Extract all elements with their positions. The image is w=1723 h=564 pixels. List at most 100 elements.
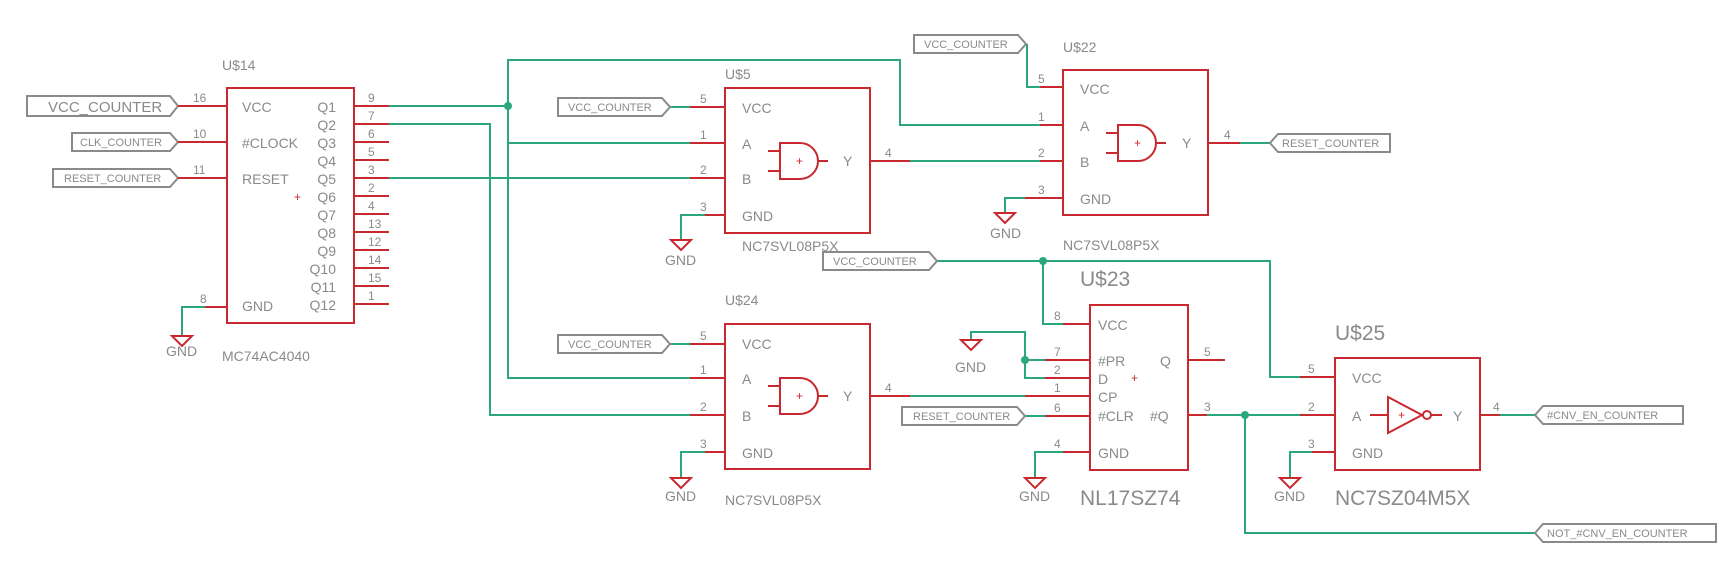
gnd-icon: GND: [1019, 477, 1050, 504]
svg-text:14: 14: [368, 253, 382, 267]
u23-pin-clr: #CLR: [1098, 408, 1134, 424]
u22-pin-gnd: GND: [1080, 191, 1111, 207]
u5-name: U$5: [725, 66, 751, 82]
net-label-reset-u14[interactable]: RESET_COUNTER: [52, 168, 180, 188]
part-u5[interactable]: + U$5 NC7SVL08P5X VCC A B GND Y 5 1 2 3 …: [690, 66, 910, 254]
u22-num-vcc: 5: [1038, 72, 1045, 86]
u25-num-y: 4: [1493, 400, 1500, 414]
svg-text:2: 2: [368, 181, 375, 195]
u22-num-a: 1: [1038, 110, 1045, 124]
part-u22[interactable]: + U$22 NC7SVL08P5X VCC A B GND Y 5 1 2 3…: [1025, 39, 1240, 253]
wire-vcc-u23: [1042, 261, 1063, 325]
u5-num-a: 1: [700, 128, 707, 142]
u22-num-y: 4: [1224, 128, 1231, 142]
net-labels: VCC_COUNTER CLK_COUNTER RESET_COUNTER VC…: [26, 34, 1717, 543]
wire-gnd-u14: [181, 306, 205, 336]
u22-pin-y: Y: [1182, 135, 1192, 151]
u5-pin-a: A: [742, 136, 752, 152]
svg-text:GND: GND: [1019, 488, 1050, 504]
gnd-icon: GND: [1274, 477, 1305, 504]
svg-text:Q9: Q9: [317, 243, 336, 259]
junction-pr-d: [1021, 356, 1029, 364]
u25-value: NC7SZ04M5X: [1335, 487, 1470, 510]
net-label-reset-u23[interactable]: RESET_COUNTER: [901, 406, 1027, 426]
gnd-symbols: GND GND GND GND GND GND GND: [166, 212, 1305, 504]
u5-pin-b: B: [742, 171, 751, 187]
part-u24[interactable]: + U$24 NC7SVL08P5X VCC A B GND Y 5 1 2 3…: [690, 292, 910, 508]
u22-name: U$22: [1063, 39, 1097, 55]
u23-plus: +: [1131, 371, 1138, 385]
wire-gnd-pr-d: [970, 331, 1045, 361]
gnd-icon: GND: [665, 477, 696, 504]
svg-text:Q11: Q11: [311, 279, 337, 295]
u24-value: NC7SVL08P5X: [725, 492, 822, 508]
part-u14[interactable]: U$14 MC74AC4040 VCC #CLOCK RESET GND + Q…: [178, 57, 389, 364]
u24-pin-a: A: [742, 371, 752, 387]
u23-num-clr: 6: [1054, 401, 1061, 415]
u24-pin-y: Y: [843, 388, 853, 404]
net-label-reset-out[interactable]: RESET_COUNTER: [1268, 133, 1391, 153]
u23-pin-cp: CP: [1098, 389, 1117, 405]
u25-num-a: 2: [1308, 400, 1315, 414]
svg-text:12: 12: [368, 235, 382, 249]
u22-num-b: 2: [1038, 146, 1045, 160]
svg-text:Q7: Q7: [317, 207, 336, 223]
u14-name: U$14: [222, 57, 256, 73]
u25-num-vcc: 5: [1308, 362, 1315, 376]
svg-text:VCC_COUNTER: VCC_COUNTER: [833, 256, 917, 268]
gnd-icon: GND: [166, 335, 197, 359]
net-label-cnv-en[interactable]: #CNV_EN_COUNTER: [1533, 405, 1684, 425]
net-label-clk[interactable]: CLK_COUNTER: [71, 132, 180, 152]
u25-pin-vcc: VCC: [1352, 370, 1382, 386]
svg-text:GND: GND: [990, 225, 1021, 241]
svg-text:6: 6: [368, 127, 375, 141]
svg-text:RESET_COUNTER: RESET_COUNTER: [1282, 138, 1379, 150]
u24-plus: +: [796, 389, 803, 403]
u14-q-labels: Q1 Q2 Q3 Q4 Q5 Q6 Q7 Q8 Q9 Q10 Q11 Q12: [310, 99, 337, 313]
u23-pin-nq: #Q: [1150, 408, 1169, 424]
u14-q-pin-lines: [354, 105, 389, 305]
u24-name: U$24: [725, 292, 759, 308]
u23-num-q: 5: [1204, 345, 1211, 359]
wires: [181, 44, 1535, 534]
svg-text:4: 4: [368, 199, 375, 213]
u14-num-gnd: 8: [200, 292, 207, 306]
u23-num-nq: 3: [1204, 400, 1211, 414]
net-label-vcc-u14[interactable]: VCC_COUNTER: [26, 95, 180, 117]
net-label-vcc-u23[interactable]: VCC_COUNTER: [822, 251, 939, 271]
u23-pin-pr: #PR: [1098, 353, 1125, 369]
svg-text:Q8: Q8: [317, 225, 336, 241]
u23-name: U$23: [1080, 268, 1130, 291]
u24-pin-b: B: [742, 408, 751, 424]
u24-num-gnd: 3: [700, 437, 707, 451]
svg-text:GND: GND: [665, 488, 696, 504]
net-label-vcc-u22[interactable]: VCC_COUNTER: [913, 34, 1028, 54]
junction-vcc: [1039, 257, 1047, 265]
u23-pin-d: D: [1098, 371, 1108, 387]
u5-num-vcc: 5: [700, 92, 707, 106]
svg-text:Q3: Q3: [317, 135, 336, 151]
wire-q1-u22a: [507, 59, 1040, 126]
svg-text:NOT_#CNV_EN_COUNTER: NOT_#CNV_EN_COUNTER: [1547, 528, 1688, 540]
wire-vcc-u22: [1026, 44, 1040, 88]
svg-text:#CNV_EN_COUNTER: #CNV_EN_COUNTER: [1547, 410, 1658, 422]
svg-text:VCC_COUNTER: VCC_COUNTER: [48, 99, 162, 116]
u5-pin-y: Y: [843, 153, 853, 169]
u22-pin-vcc: VCC: [1080, 81, 1110, 97]
wire-gnd-u24: [680, 451, 705, 478]
u14-num-reset: 11: [193, 163, 206, 177]
net-label-vcc-u24[interactable]: VCC_COUNTER: [557, 334, 672, 354]
part-u25[interactable]: + U$25 NC7SZ04M5X VCC A GND Y 5 2 3 4: [1300, 322, 1500, 510]
svg-text:CLK_COUNTER: CLK_COUNTER: [80, 137, 162, 149]
u23-num-vcc: 8: [1054, 309, 1061, 323]
svg-text:VCC_COUNTER: VCC_COUNTER: [924, 39, 1008, 51]
u14-pin-gnd: GND: [242, 298, 273, 314]
net-label-not-cnv-en[interactable]: NOT_#CNV_EN_COUNTER: [1533, 523, 1717, 543]
svg-text:Q12: Q12: [310, 297, 337, 313]
u5-value: NC7SVL08P5X: [742, 238, 839, 254]
gnd-icon: GND: [990, 212, 1021, 241]
part-u23[interactable]: + U$23 NL17SZ74 VCC #PR D CP #CLR GND Q …: [1025, 268, 1225, 510]
u23-pin-q: Q: [1160, 353, 1171, 369]
net-label-vcc-u5[interactable]: VCC_COUNTER: [557, 97, 672, 117]
